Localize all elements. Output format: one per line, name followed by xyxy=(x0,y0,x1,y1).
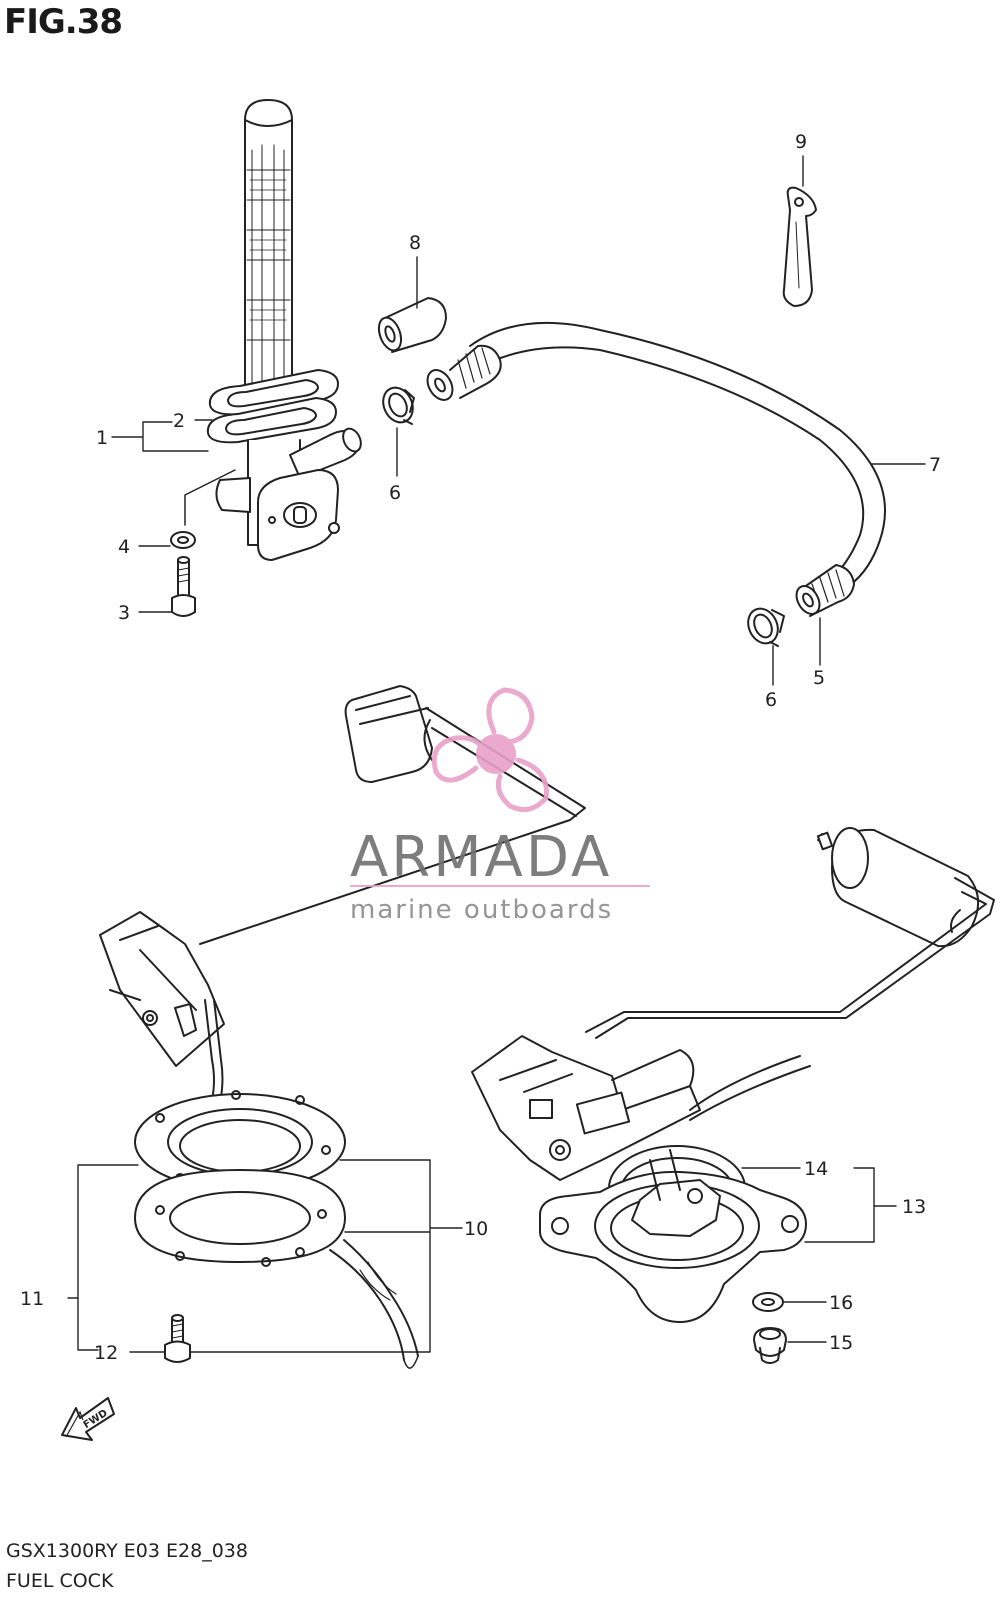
callout-9: 9 xyxy=(795,131,807,153)
washer-16 xyxy=(752,1292,784,1312)
washer-4 xyxy=(170,531,196,549)
callout-11: 11 xyxy=(20,1288,44,1310)
callout-labels: 1 2 3 4 5 6 6 7 8 9 10 11 12 13 14 15 16 xyxy=(20,131,941,1364)
screw-12 xyxy=(164,1314,191,1363)
callout-4: 4 xyxy=(118,536,130,558)
callout-12: 12 xyxy=(94,1342,118,1364)
armada-watermark: ARMADA marine outboards xyxy=(350,687,650,925)
callout-14: 14 xyxy=(804,1158,828,1180)
nut-15 xyxy=(753,1327,787,1364)
callout-10: 10 xyxy=(464,1218,488,1240)
callout-15: 15 xyxy=(829,1332,853,1354)
clamp-6-upper xyxy=(382,386,415,425)
model-code: GSX1300RY E03 E28_038 xyxy=(6,1540,248,1562)
callout-6-upper: 6 xyxy=(389,482,401,504)
clamp-6-lower xyxy=(747,607,785,647)
fuel-sender-assembly-right xyxy=(471,827,995,1323)
leader-lines xyxy=(67,155,926,1353)
callout-16: 16 xyxy=(829,1292,853,1314)
fwd-arrow-icon: FWD xyxy=(61,1397,115,1441)
callout-13: 13 xyxy=(902,1196,926,1218)
callout-3: 3 xyxy=(118,602,130,624)
section-name: FUEL COCK xyxy=(6,1570,114,1592)
bolt-3 xyxy=(171,556,196,617)
figure-title: FIG.38 xyxy=(4,2,123,42)
callout-2: 2 xyxy=(173,410,185,432)
callout-1: 1 xyxy=(96,427,108,449)
fuel-cock-assembly xyxy=(184,99,362,561)
fuel-hose-7 xyxy=(426,321,886,617)
callout-7: 7 xyxy=(929,454,941,476)
callout-6-lower: 6 xyxy=(765,689,777,711)
band-9 xyxy=(782,186,817,307)
sleeve-8 xyxy=(377,297,447,353)
callout-8: 8 xyxy=(409,232,421,254)
propeller-logo-icon xyxy=(431,687,549,813)
callout-5: 5 xyxy=(813,667,825,689)
fuel-gauge-assembly-left xyxy=(99,685,586,1369)
watermark-brand: ARMADA xyxy=(350,825,612,890)
watermark-tagline: marine outboards xyxy=(350,895,613,925)
